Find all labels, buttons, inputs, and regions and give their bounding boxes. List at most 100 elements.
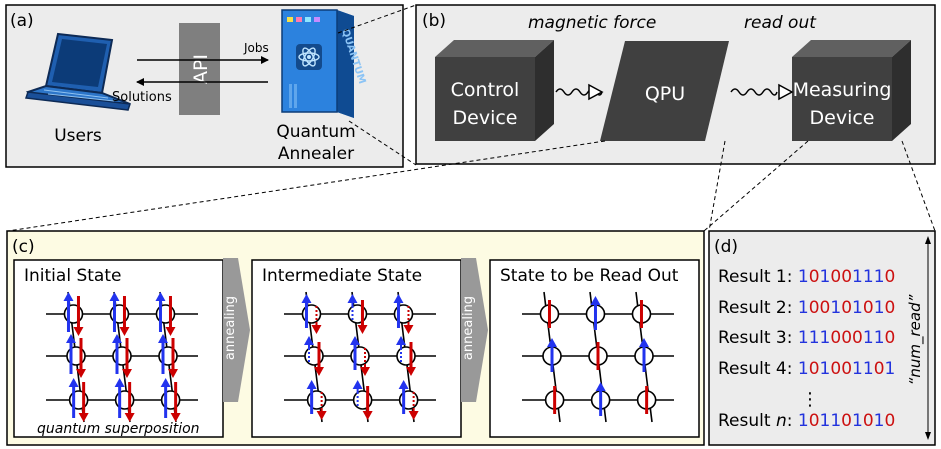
result-row-2: Result 2: 100101010	[718, 298, 895, 318]
bit: 0	[884, 411, 895, 431]
result-row-5: Result n: 101101010	[718, 411, 895, 431]
measuring-label-line1: Measuring	[793, 79, 892, 101]
bit: 0	[841, 298, 852, 318]
bit: 1	[863, 267, 874, 287]
bit: 1	[820, 359, 831, 379]
spin-down-arrow-head	[406, 367, 416, 376]
measuring-label-line2: Device	[810, 107, 875, 129]
result-label: Result 2:	[718, 298, 798, 318]
bit: 1	[798, 328, 809, 348]
bit: 1	[852, 298, 863, 318]
spin-down-arrow-head	[76, 369, 86, 378]
state-title-readout: State to be Read Out	[500, 266, 679, 286]
spin-lattice-2	[522, 291, 674, 423]
zoom-lines-b-cd	[7, 140, 936, 232]
bit: 1	[798, 267, 809, 287]
bit: 0	[809, 267, 820, 287]
spin-up-arrow-head	[66, 334, 76, 343]
spin-up-arrow-head	[304, 336, 314, 345]
spin-up-arrow-head	[63, 292, 74, 301]
spin-up-arrow-head	[547, 338, 557, 347]
spin-up-arrow-head	[301, 294, 312, 303]
state-title-initial: Initial State	[24, 266, 121, 286]
num-read-label: “num_read”	[906, 294, 925, 385]
spin-down-arrow-head	[170, 413, 181, 422]
result-bits: 101001101	[798, 359, 895, 379]
spin-down-arrow-head	[122, 369, 132, 378]
bit: 1	[798, 411, 809, 431]
result-bits: 101101010	[798, 411, 895, 431]
spin-up-arrow-head	[398, 380, 409, 389]
bit: 1	[874, 267, 885, 287]
num-read-arrow-top	[925, 236, 931, 244]
spin-up-arrow-head	[595, 382, 606, 391]
result-bits: 100101010	[798, 298, 895, 318]
spin-down-arrow-head	[408, 411, 419, 420]
bit: 1	[852, 267, 863, 287]
annealing-arrow-1	[223, 258, 250, 402]
spin-up-arrow-head	[158, 334, 168, 343]
panel-c-label: (c)	[12, 237, 35, 257]
bit: 0	[885, 328, 896, 348]
bit: 1	[820, 328, 831, 348]
annealing-arrow-2	[461, 258, 488, 402]
spin-up-arrow-head	[590, 296, 601, 305]
bit: 1	[874, 411, 885, 431]
bit: 1	[830, 411, 841, 431]
result-label: Result 1:	[718, 267, 798, 287]
magnetic-force-arrowhead	[588, 83, 604, 101]
panel-d-label: (d)	[714, 237, 738, 257]
spin-up-arrow-head	[68, 378, 79, 387]
result-label-tail: :	[787, 411, 798, 431]
qpu-label: QPU	[645, 83, 685, 105]
result-bits: 111000110	[798, 328, 895, 348]
result-row-1: Result 1: 101001110	[718, 267, 895, 287]
spin-down-arrow-head	[165, 327, 176, 336]
spin-up-arrow-head	[352, 380, 363, 389]
spin-up-arrow-head	[155, 292, 166, 301]
spin-down-arrow-head	[78, 413, 89, 422]
annealing-label-1: annealing	[223, 296, 238, 360]
bit: 0	[874, 359, 885, 379]
result-bits: 101001110	[798, 267, 895, 287]
spin-down-arrow-head	[316, 411, 327, 420]
state-frames	[13, 259, 700, 438]
jobs-label: Jobs	[243, 41, 269, 55]
spin-down-arrow-head	[360, 367, 370, 376]
bit: 1	[798, 359, 809, 379]
bit: 0	[885, 267, 896, 287]
num-read-arrow-bottom	[925, 432, 931, 440]
spin-down-arrow-head	[168, 369, 178, 378]
annealer-label-line1: Quantum	[276, 122, 355, 142]
result-row-3: Result 3: 111000110	[718, 328, 895, 348]
spin-lattice-0	[46, 291, 198, 423]
spin-up-arrow-head	[639, 338, 649, 347]
solutions-label: Solutions	[112, 90, 172, 105]
bit: 0	[830, 267, 841, 287]
spin-up-arrow-head	[396, 336, 406, 345]
panel-b-label: (b)	[422, 11, 446, 31]
spin-down-arrow-head	[314, 367, 324, 376]
spin-down-arrow-head	[357, 325, 368, 334]
annealing-label-2: annealing	[461, 296, 476, 360]
spin-up-arrow-head	[306, 380, 317, 389]
bit: 1	[874, 328, 885, 348]
api-label: API	[190, 54, 212, 84]
bit: 1	[820, 411, 831, 431]
result-label: Result 3:	[718, 328, 798, 348]
panel-c: (c) annealing annealing Initial State In…	[6, 230, 705, 446]
bit: 0	[830, 328, 841, 348]
spin-up-arrow-head	[347, 294, 358, 303]
bit: 0	[841, 359, 852, 379]
result-label: Result 4:	[718, 359, 798, 379]
control-label-line1: Control	[451, 79, 520, 101]
spin-down-arrow-head	[311, 325, 322, 334]
magnetic-force-label: magnetic force	[528, 13, 656, 33]
zoom-lines-a-b	[337, 4, 417, 166]
result-n: n	[776, 411, 787, 431]
bit: 0	[830, 359, 841, 379]
bit: 0	[820, 298, 831, 318]
spin-up-arrow-head	[109, 292, 120, 301]
